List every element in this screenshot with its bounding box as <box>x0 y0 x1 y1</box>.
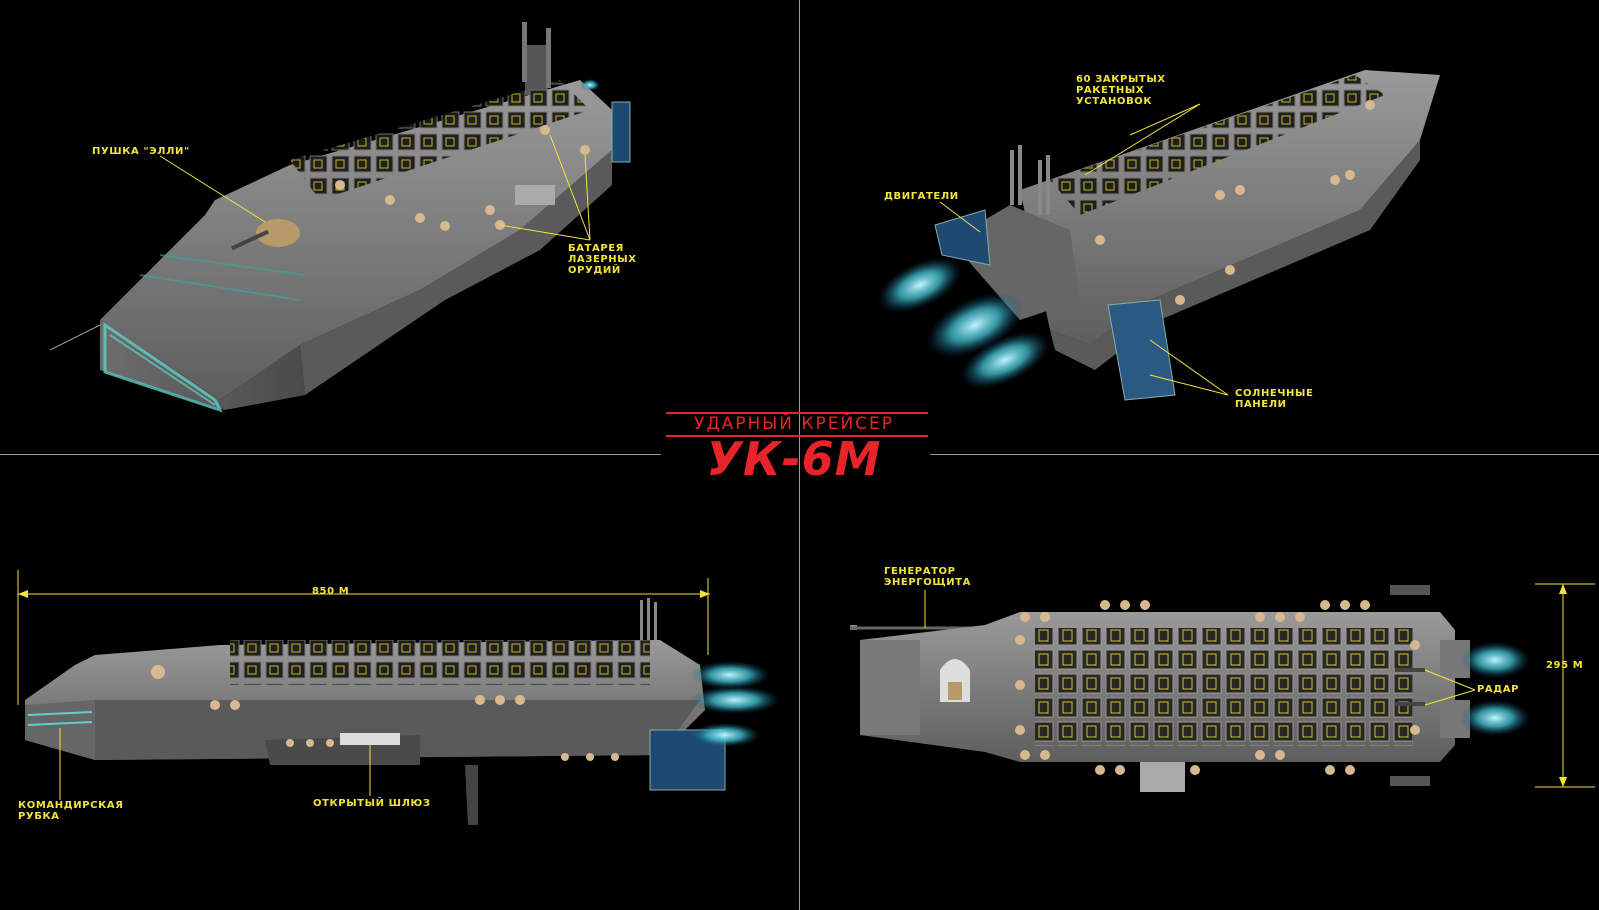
label-elli-gun: ПУШКА "ЭЛЛИ" <box>92 146 190 157</box>
label-open-airlock: ОТКРЫТЫЙ ШЛЮЗ <box>313 798 431 809</box>
title-rule-bottom <box>666 435 928 437</box>
label-solar-panels: СОЛНЕЧНЫЕ ПАНЕЛИ <box>1235 388 1314 410</box>
title-subtitle: УДАРНЫЙ КРЕЙСЕР <box>693 414 895 434</box>
title-rule-top <box>666 412 928 414</box>
label-laser-batteries: БАТАРЕЯ ЛАЗЕРНЫХ ОРУДИЙ <box>568 243 637 276</box>
ship-view-bottom-left <box>17 570 780 825</box>
label-radar: РАДАР <box>1477 684 1520 695</box>
label-shield-generator: ГЕНЕРАТОР ЭНЕРГОЩИТА <box>884 566 971 588</box>
label-command-bridge: КОМАНДИРСКАЯ РУБКА <box>18 800 124 822</box>
label-width: 295 М <box>1546 660 1584 671</box>
ship-view-top-right <box>878 70 1440 401</box>
ship-view-bottom-right <box>850 583 1595 792</box>
title-designation: УК-6М <box>706 432 882 486</box>
label-length: 850 М <box>312 586 350 597</box>
ship-view-top-left <box>49 22 631 413</box>
label-missile-launchers: 60 ЗАКРЫТЫХ РАКЕТНЫХ УСТАНОВОК <box>1076 74 1166 107</box>
label-engines: ДВИГАТЕЛИ <box>884 191 959 202</box>
